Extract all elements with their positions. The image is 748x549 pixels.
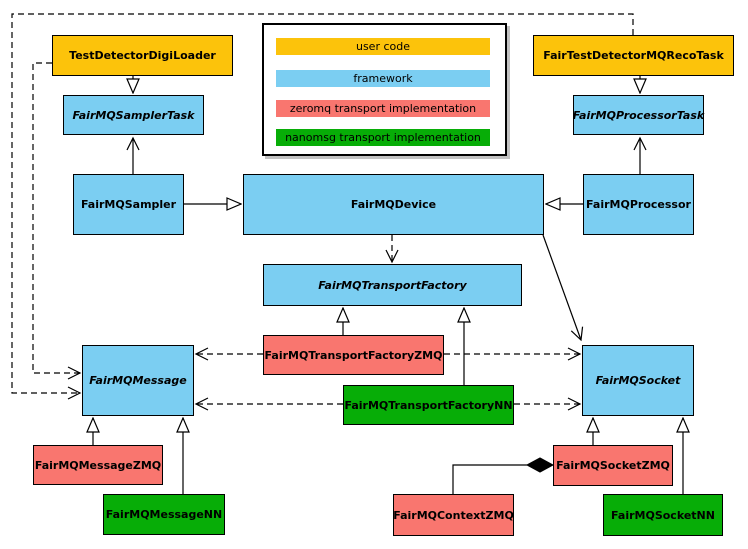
class-node-fairmqtransportfactory: FairMQTransportFactory	[263, 264, 522, 306]
class-node-fairmqtransportfactorynn: FairMQTransportFactoryNN	[343, 385, 514, 425]
class-node-testdetectordigiloader: TestDetectorDigiLoader	[52, 35, 233, 76]
class-node-fairmqsamplertask: FairMQSamplerTask	[63, 95, 204, 135]
legend-item-user-code: user code	[276, 38, 490, 55]
class-node-fairmqsampler: FairMQSampler	[73, 174, 184, 235]
legend-label: user code	[355, 40, 411, 53]
legend-item-zeromq: zeromq transport implementation	[276, 100, 490, 117]
class-node-fairmqmessage: FairMQMessage	[82, 345, 194, 416]
class-node-fairmqtransportfactoryzmq: FairMQTransportFactoryZMQ	[263, 335, 444, 375]
legend-label: zeromq transport implementation	[289, 102, 477, 115]
legend-box: user code framework zeromq transport imp…	[262, 23, 507, 156]
legend-label: nanomsg transport implementation	[285, 131, 481, 144]
class-node-fairmqsocketzmq: FairMQSocketZMQ	[553, 445, 673, 486]
edge-digiloader-message	[32, 62, 82, 380]
class-node-fairmqsocket: FairMQSocket	[582, 345, 694, 416]
legend-item-nanomsg: nanomsg transport implementation	[276, 129, 490, 146]
class-node-fairmqsocketnn: FairMQSocketNN	[603, 494, 723, 536]
class-node-fairmqdevice: FairMQDevice	[243, 174, 544, 235]
class-node-fairmqcontextzmq: FairMQContextZMQ	[393, 494, 514, 536]
edge-device-socket	[542, 234, 584, 342]
class-node-fairmqmessagenn: FairMQMessageNN	[103, 494, 225, 535]
legend-label: framework	[353, 72, 413, 85]
class-node-fairmqprocessortask: FairMQProcessorTask	[573, 95, 704, 135]
class-node-fairtestdetectormqrecotask: FairTestDetectorMQRecoTask	[533, 35, 734, 76]
edge-recotask-message	[11, 13, 634, 400]
edge-socketzmq-contextzmq	[452, 464, 527, 494]
composition-diamond-icon	[525, 457, 555, 473]
class-node-fairmqmessagezmq: FairMQMessageZMQ	[33, 445, 163, 485]
legend-item-framework: framework	[276, 70, 490, 87]
class-node-fairmqprocessor: FairMQProcessor	[583, 174, 694, 235]
